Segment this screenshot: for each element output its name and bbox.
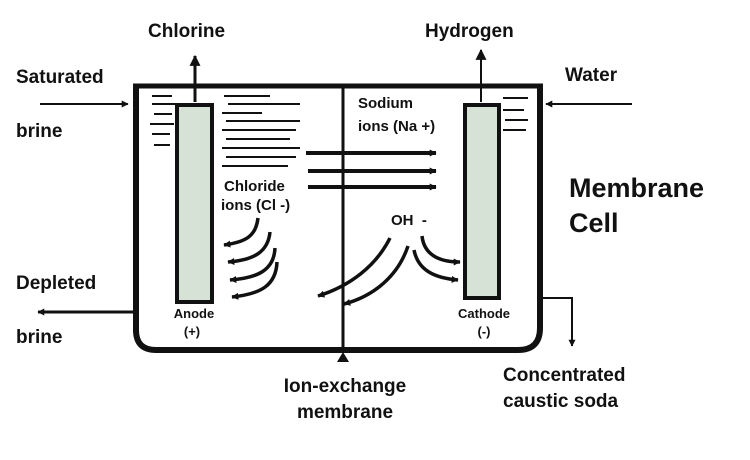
sodium-ion-arrows (306, 149, 437, 191)
caustic-soda-label-line1: Concentrated (503, 365, 625, 386)
hydroxide-ion-arrows (317, 235, 461, 306)
liquid-lines-left (150, 95, 300, 167)
sodium-ions-label-line1: Sodium (358, 95, 413, 112)
caustic-soda-outlet-arrow (543, 297, 576, 347)
hydrogen-label: Hydrogen (425, 21, 514, 42)
chloride-ion-arrow (223, 217, 260, 248)
sodium-ions-label-line2: ions (Na +) (358, 118, 435, 135)
membrane-cell-title-line1: Membrane (569, 173, 704, 203)
chloride-ions-label-line2: ions (Cl -) (221, 197, 290, 214)
membrane-label-line1: Ion-exchange (284, 376, 406, 397)
saturated-brine-label-line2: brine (16, 121, 62, 142)
liquid-lines-right (503, 97, 528, 131)
hydroxide-ion-arrow (343, 245, 410, 306)
chlorine-label: Chlorine (148, 21, 225, 42)
saturated-brine-label-line1: Saturated (16, 67, 104, 88)
membrane-cell-title-line2: Cell (569, 208, 619, 238)
hydroxide-ion-arrow (317, 237, 392, 298)
chloride-ion-arrows (223, 217, 279, 300)
membrane-label-line2: membrane (297, 402, 393, 423)
cell-vessel (133, 86, 543, 353)
water-label: Water (565, 65, 618, 86)
cathode-sign: (-) (478, 324, 491, 339)
chloride-ion-arrow (227, 231, 272, 266)
anode-electrode (175, 103, 214, 304)
chloride-ion-arrow (231, 261, 279, 300)
cathode-electrode (463, 103, 501, 300)
membrane-pointer (337, 352, 349, 362)
chloride-ions-label-line1: Chloride (224, 178, 285, 195)
depleted-brine-label-line1: Depleted (16, 273, 96, 294)
hydroxide-ion-label: OH - (391, 212, 427, 229)
chloride-ion-arrow (229, 247, 277, 284)
hydroxide-ion-arrow (420, 235, 461, 266)
cathode-label: Cathode (458, 306, 510, 321)
caustic-soda-label-line2: caustic soda (503, 391, 619, 412)
hydroxide-ion-arrow (412, 249, 459, 283)
anode-sign: (+) (184, 324, 200, 339)
anode-label: Anode (174, 306, 214, 321)
depleted-brine-label-line2: brine (16, 327, 62, 348)
